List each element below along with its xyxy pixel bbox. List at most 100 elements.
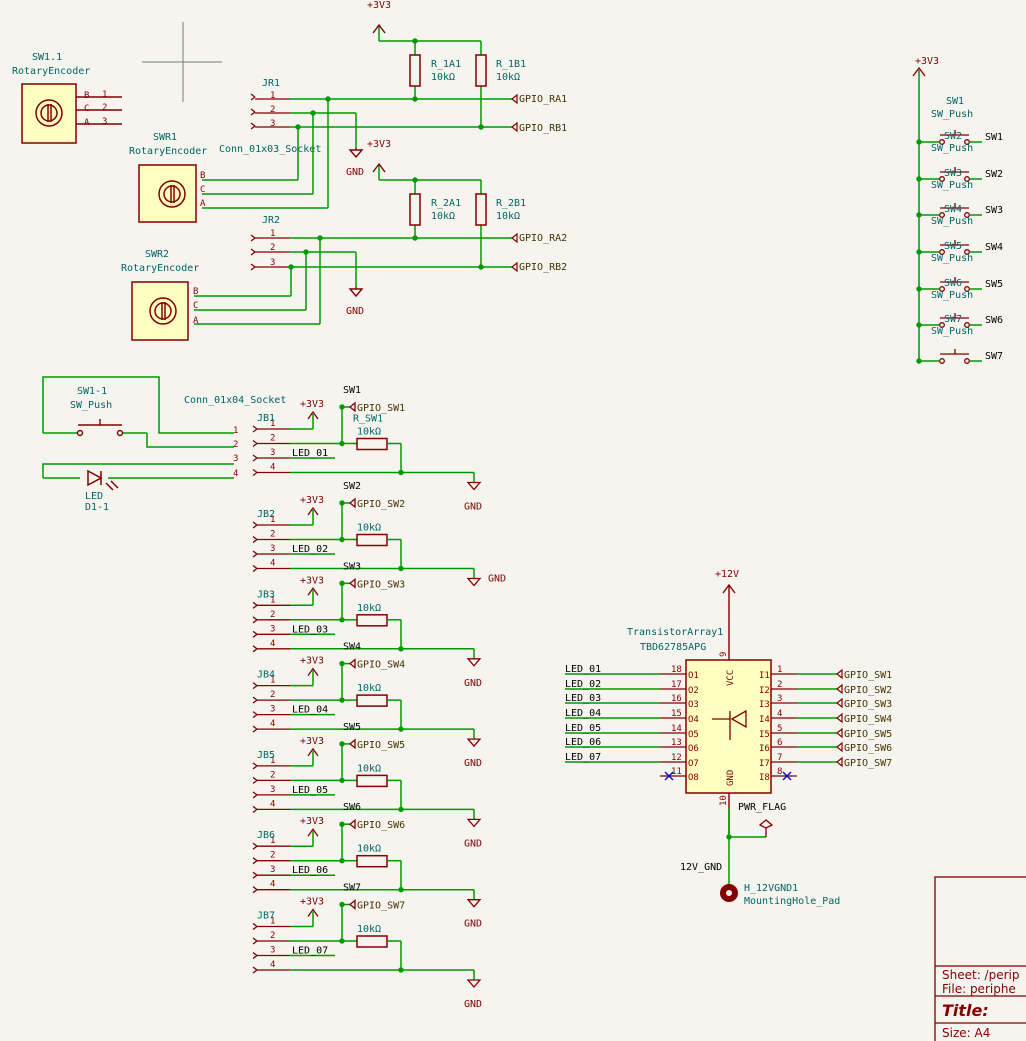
ta-left-net-2: LED_02 <box>565 679 601 690</box>
jb3-gpio-label: GPIO_SW3 <box>357 579 405 590</box>
pwr-flag-icon[interactable] <box>758 819 774 837</box>
jb5-gpio-label: GPIO_SW5 <box>357 740 405 751</box>
r2a1-ref: R_2A1 <box>431 198 461 209</box>
ta-left-pin-name-1: O1 <box>688 671 699 681</box>
sw-col-output-3: SW3 <box>985 205 1003 216</box>
led-ref: LED <box>85 491 103 502</box>
ta-left-pin-name-2: O2 <box>688 686 699 696</box>
ta-right-pin-name-5: I5 <box>759 730 770 740</box>
jb7-pin-2: 2 <box>270 931 275 941</box>
jb1-pin-3: 3 <box>270 448 275 458</box>
jb3-led-net: LED_03 <box>292 624 328 635</box>
jb1-left-pin3: 3 <box>233 454 238 464</box>
jb7-pin-3: 3 <box>270 946 275 956</box>
ta-right-pin-num-4: 4 <box>777 709 782 719</box>
mh-value: MountingHole_Pad <box>744 896 840 907</box>
sw-col-output-6: SW6 <box>985 315 1003 326</box>
jb4-led-net: LED_04 <box>292 705 328 716</box>
gnd-rot2: GND <box>346 306 364 317</box>
sw-col-output-4: SW4 <box>985 242 1003 253</box>
sw1-1-ref: SW1-1 <box>77 386 107 397</box>
jb3-pin-1: 1 <box>270 595 275 605</box>
ta-left-pin-name-3: O3 <box>688 700 699 710</box>
ta-right-pin-name-4: I4 <box>759 715 770 725</box>
sw-col-inner-ref-6: SW6 <box>944 278 962 289</box>
swr2-body[interactable] <box>131 281 189 341</box>
jb6-gpio-label: GPIO_SW6 <box>357 820 405 831</box>
ta-left-net-7: LED_07 <box>565 752 601 763</box>
jr2-pin3: 3 <box>270 258 275 268</box>
label-gpio-ra2: GPIO_RA2 <box>519 233 567 244</box>
pwr-3v3-rot2: +3V3 <box>367 139 391 150</box>
ta-right-pin-num-7: 7 <box>777 753 782 763</box>
jb1-resistor-ref: R_SW1 <box>353 414 383 425</box>
jb5-pwr: +3V3 <box>300 736 324 747</box>
jb6-resistor[interactable] <box>356 854 388 868</box>
swr1-body[interactable] <box>138 164 197 223</box>
sw-push-contact <box>939 139 945 145</box>
swr2-pin-a: A <box>193 316 199 326</box>
swr1-value: RotaryEncoder <box>129 146 207 157</box>
swcol-ref: SW1 <box>946 96 964 107</box>
ta-driver-icon <box>712 709 747 740</box>
no-connect-icon <box>664 771 674 781</box>
resistor-r2a1[interactable] <box>409 193 421 226</box>
resistor-r1a1[interactable] <box>409 54 421 87</box>
jr2-ref: JR2 <box>262 215 280 226</box>
swr2-ref: SWR2 <box>145 249 169 260</box>
pwr-flag-text: PWR_FLAG <box>738 802 786 813</box>
resistor-r2b1[interactable] <box>475 193 487 226</box>
sw-col-inner-value-6: SW_Push <box>931 290 973 301</box>
crosshair-cursor <box>142 22 222 102</box>
net-12v-gnd: 12V_GND <box>680 862 722 873</box>
jb5-sw-net: SW5 <box>343 722 361 733</box>
sw-col-output-1: SW1 <box>985 132 1003 143</box>
jb-rows: 1234JB1+3V3SW1GPIO_SW110kΩR_SW1LED_01GND… <box>252 385 506 1010</box>
sw11-pin-c: C <box>84 104 89 114</box>
jb6-resistor-value: 10kΩ <box>357 844 381 855</box>
swr1-ref: SWR1 <box>153 132 177 143</box>
jb4-pin-1: 1 <box>270 676 275 686</box>
title-block: Sheet: /perip File: periphe Title: Size:… <box>934 876 1026 1041</box>
jb2-pwr: +3V3 <box>300 495 324 506</box>
swr1-pin-c: C <box>200 185 205 195</box>
sw-col-inner-value-3: SW_Push <box>931 180 973 191</box>
jb7-gpio-label: GPIO_SW7 <box>357 901 405 912</box>
tb-title: Title: <box>942 1001 989 1020</box>
sw11-value: RotaryEncoder <box>12 66 90 77</box>
resistor-r1b1[interactable] <box>475 54 487 87</box>
jb2-pin-3: 3 <box>270 544 275 554</box>
transistor-array: +12V TransistorArray1 TBD62785APG VCC GN… <box>565 569 892 907</box>
rotary-encoder-section: SW1.1 RotaryEncoder B C A 1 2 3 SWR1 Rot… <box>12 0 567 341</box>
ta-body[interactable] <box>685 659 772 794</box>
sw11-body[interactable] <box>21 83 77 144</box>
sw-col-inner-ref-7: SW7 <box>944 314 962 325</box>
jb2-resistor[interactable] <box>356 533 388 547</box>
jb7-resistor[interactable] <box>356 935 388 948</box>
ta-right-net-6: GPIO_SW6 <box>844 743 892 754</box>
ta-right-pin-num-1: 1 <box>777 665 782 675</box>
sw-col-inner-value-7: SW_Push <box>931 326 973 337</box>
sw-col-inner-ref-4: SW4 <box>944 204 962 215</box>
ta-left-pin-name-6: O6 <box>688 744 699 754</box>
ta-right-pin-num-5: 5 <box>777 724 782 734</box>
led-icon[interactable] <box>87 469 119 491</box>
jb2-led-net: LED_02 <box>292 544 328 555</box>
jb5-ref: JB5 <box>257 750 275 761</box>
ta-left-pin-name-4: O4 <box>688 715 699 725</box>
jb2-gpio-label: GPIO_SW2 <box>357 499 405 510</box>
swcol-value: SW_Push <box>931 109 973 120</box>
ta-gnd-pin: 10 <box>719 795 729 806</box>
jb4-resistor[interactable] <box>356 694 388 707</box>
jb4-sw-net: SW4 <box>343 642 361 653</box>
ta-left-pin-num-8: 11 <box>671 767 682 777</box>
jb5-resistor[interactable] <box>356 774 388 788</box>
jb1-resistor[interactable] <box>356 437 388 451</box>
sw11-pin-1: 1 <box>102 90 107 100</box>
rotary-wires <box>194 25 512 325</box>
jb3-resistor[interactable] <box>356 614 388 627</box>
ta-gnd: GND <box>726 770 736 786</box>
sw1-1-switch-icon[interactable] <box>76 419 124 437</box>
tb-file: File: periphe <box>942 982 1016 996</box>
jr1-pin2: 2 <box>270 105 275 115</box>
